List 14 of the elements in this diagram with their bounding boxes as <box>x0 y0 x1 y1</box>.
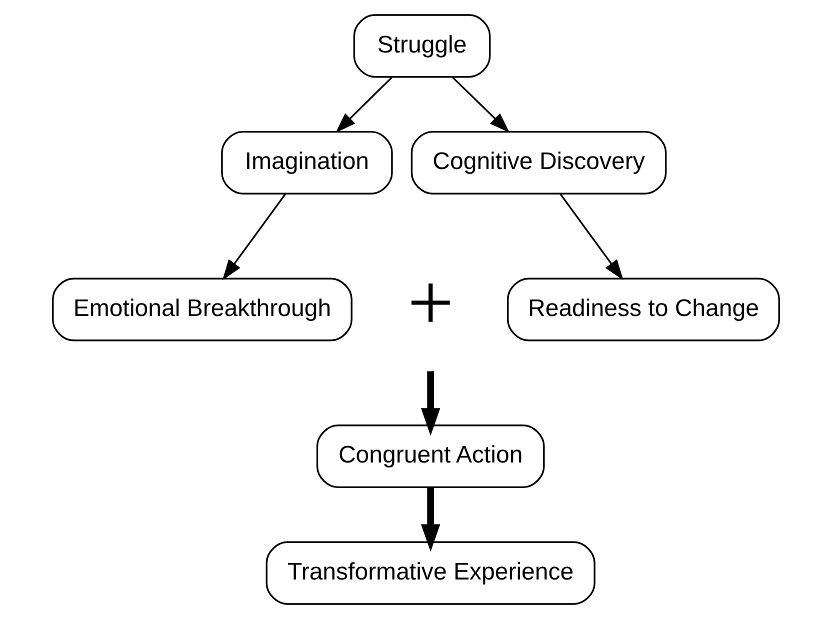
node-text: + <box>407 256 454 348</box>
node-box: Emotional Breakthrough <box>52 278 352 342</box>
node-box: Transformative Experience <box>266 541 596 605</box>
node-box: Congruent Action <box>316 424 545 488</box>
arrow <box>420 488 440 552</box>
arrow <box>336 76 392 133</box>
arrow <box>452 76 510 133</box>
node-box: Struggle <box>353 14 491 78</box>
arrow <box>222 194 286 280</box>
node-box: Readiness to Change <box>507 278 780 342</box>
node-box: Cognitive Discovery <box>410 130 667 194</box>
node-box: Imagination <box>221 130 393 194</box>
arrow <box>560 194 624 280</box>
arrow <box>420 371 440 436</box>
